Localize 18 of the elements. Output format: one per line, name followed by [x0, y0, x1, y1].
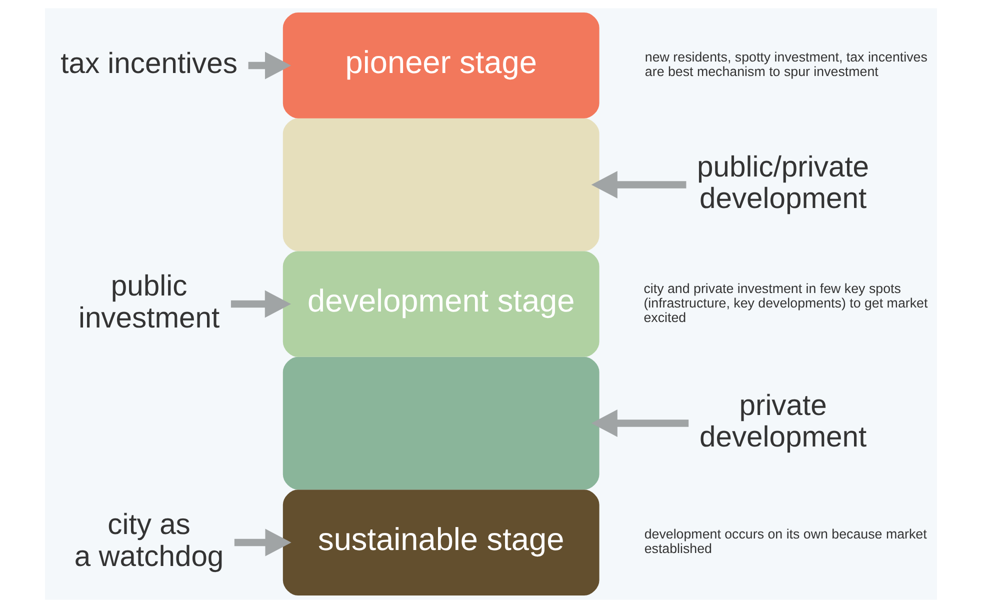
node-label: development occurs on its own because market established [644, 526, 926, 556]
node-box: development stage [282, 251, 599, 357]
node-text: city as a watchdog [74, 509, 224, 573]
node-text: tax incentives [60, 48, 237, 80]
arrow [248, 52, 291, 80]
node-text: private development [698, 390, 866, 454]
node-box [282, 118, 599, 252]
node-label: new residents, spotty investment, tax incentives are best mechanism to spur investment [644, 50, 927, 80]
node-text: public/private development [696, 151, 869, 216]
arrow [590, 410, 688, 437]
node-box: pioneer stage [282, 12, 599, 118]
node-text: public investment [78, 270, 220, 334]
arrow [230, 290, 290, 318]
arrow [590, 171, 686, 198]
node-box [282, 356, 599, 490]
arrow [234, 528, 291, 556]
node-box: sustainable stage [282, 490, 599, 596]
node-label: city and private investment in few key spots (infrastructure, key developments) to get market excited [643, 280, 928, 326]
